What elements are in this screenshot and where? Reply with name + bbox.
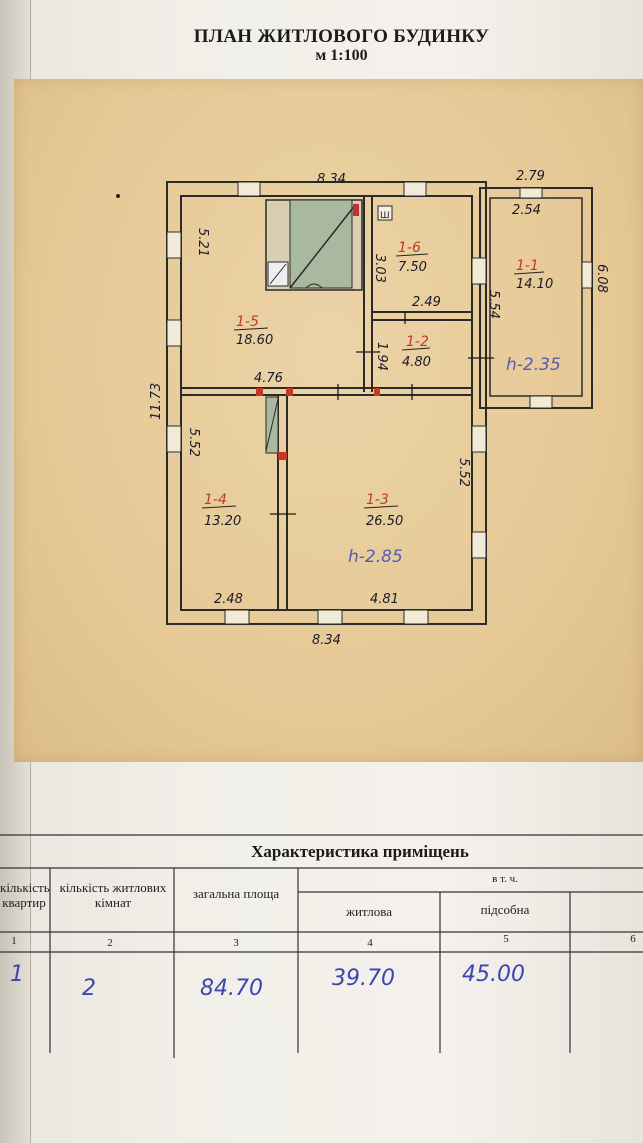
svg-text:14.10: 14.10: [516, 277, 553, 292]
value-living: 39.70: [332, 966, 395, 991]
room-characteristics-table: Характеристика приміщень кількість кварт…: [0, 830, 643, 1143]
dim-room5-height: 5.21: [195, 228, 210, 257]
window: [581, 261, 593, 289]
window: [166, 425, 182, 453]
window: [471, 425, 487, 453]
col-number-3: 3: [233, 937, 239, 949]
dimension-labels: 8.34 8.34 11.73 2.79 2.54 6.08 5.54 5.21…: [149, 169, 609, 648]
window: [403, 181, 427, 197]
value-living-rooms: 2: [82, 976, 96, 1001]
windows: [166, 181, 593, 625]
header-living-rooms: кількість житлових кімнат: [59, 880, 167, 910]
svg-text:7.50: 7.50: [398, 260, 427, 275]
dim-room3-width: 4.81: [370, 592, 399, 607]
window: [166, 319, 182, 347]
window: [471, 257, 487, 285]
plan-scale: м 1:100: [315, 47, 368, 64]
stair-closet: [265, 199, 363, 291]
value-total-area: 84.70: [200, 976, 263, 1001]
room-labels: 1-1 14.10 1-2 4.80 1-3 26.50 1-4 13.20 1…: [201, 240, 553, 529]
svg-text:4.80: 4.80: [402, 355, 431, 370]
dim-room2-height: 1.94: [374, 342, 389, 371]
header-living: житлова: [345, 904, 393, 919]
value-apartments: 1: [10, 962, 24, 987]
dim-room4-height: 5.52: [186, 428, 201, 457]
room-1-6: 1-6 7.50: [395, 240, 429, 275]
room-1-3: 1-3 26.50: [363, 492, 403, 529]
room-1-1: 1-1 14.10: [513, 258, 553, 292]
col-number-2: 2: [107, 937, 113, 949]
door-ticks: [270, 312, 494, 515]
svg-text:1-4: 1-4: [204, 492, 227, 508]
svg-text:1-2: 1-2: [406, 334, 429, 350]
svg-text:26.50: 26.50: [366, 514, 403, 529]
header-apartments: кількість квартир: [0, 880, 50, 910]
col-number-4: 4: [367, 937, 373, 949]
value-auxiliary: 45.00: [462, 962, 525, 987]
room-1-5: 1-5 18.60: [233, 314, 273, 348]
document-header: ПЛАН ЖИТЛОВОГО БУДИНКУ м 1:100: [40, 26, 643, 65]
svg-text:1-6: 1-6: [398, 240, 421, 256]
header-auxiliary: підсобна: [480, 902, 530, 917]
annex-ceiling-height: h-2.35: [506, 355, 561, 375]
svg-text:1-5: 1-5: [236, 314, 259, 330]
svg-text:18.60: 18.60: [236, 333, 273, 348]
dim-left-height: 11.73: [149, 383, 164, 420]
svg-text:13.20: 13.20: [204, 514, 241, 529]
window: [317, 609, 343, 625]
dim-room4-width: 2.48: [214, 592, 243, 607]
dim-annex-inner-height: 5.54: [486, 290, 501, 319]
svg-text:1-1: 1-1: [516, 258, 539, 274]
main-ceiling-height: h-2.85: [348, 547, 403, 567]
svg-text:Ш: Ш: [380, 211, 390, 221]
table-grid: [0, 834, 643, 1058]
stove-icon: Ш: [377, 205, 393, 221]
header-including: в т. ч.: [492, 873, 518, 885]
room-1-4: 1-4 13.20: [201, 492, 241, 529]
dim-bottom-width: 8.34: [312, 633, 341, 648]
floor-plan: Ш 8.34 8.34 11.73 2.79 2.54 6.08 5.54 5.…: [116, 169, 609, 648]
window: [471, 531, 487, 559]
window: [237, 181, 261, 197]
window: [224, 609, 250, 625]
col-number-5: 5: [503, 933, 509, 945]
col-number-6: 6: [630, 933, 636, 945]
window: [403, 609, 429, 625]
window: [166, 231, 182, 259]
closet-4: [265, 396, 279, 454]
dim-room5-width: 4.76: [254, 371, 283, 386]
dim-room3-height: 5.52: [456, 458, 471, 487]
dim-annex-top-outer: 2.79: [516, 169, 545, 184]
header-total-area: загальна площа: [192, 886, 280, 901]
window: [529, 395, 553, 409]
dim-room6-width: 2.49: [412, 295, 441, 310]
svg-text:1-3: 1-3: [366, 492, 389, 508]
dot-mark: [116, 194, 120, 198]
dim-top-width: 8.34: [317, 172, 346, 187]
table-title: Характеристика приміщень: [251, 842, 469, 861]
room-1-2: 1-2 4.80: [401, 334, 431, 370]
dim-annex-height: 6.08: [594, 264, 609, 293]
plan-title: ПЛАН ЖИТЛОВОГО БУДИНКУ: [193, 26, 490, 47]
door-marks: [256, 388, 380, 460]
dim-room6-height: 3.03: [372, 254, 387, 283]
window: [519, 187, 543, 199]
col-number-1: 1: [11, 935, 17, 947]
dim-annex-top-inner: 2.54: [512, 203, 541, 218]
